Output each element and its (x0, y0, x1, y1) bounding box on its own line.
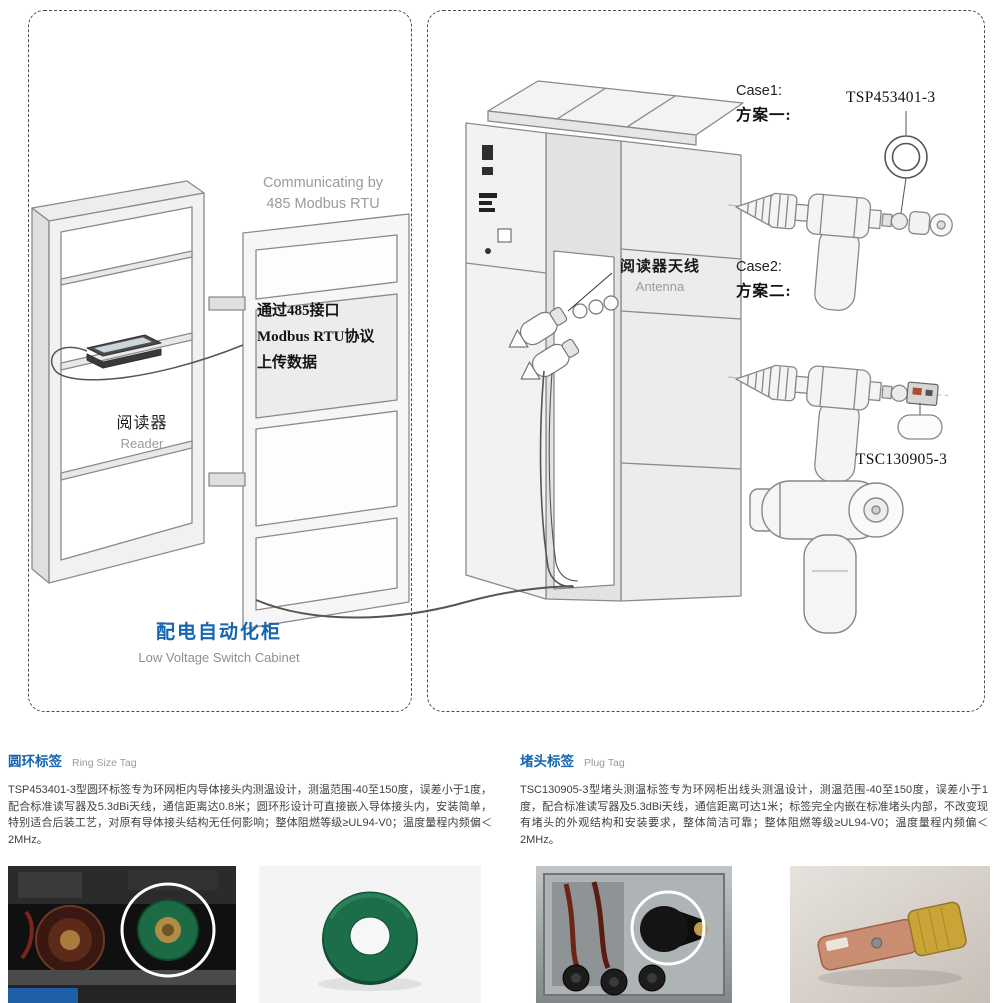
plug-tag-section: 堵头标签 Plug Tag TSC130905-3型堵头测温标签专为环网柜出线头… (520, 750, 988, 849)
antenna-pointer-line (567, 272, 613, 312)
plug-tag-title-cn: 堵头标签 (520, 754, 574, 769)
plug-tag-section-header: 堵头标签 Plug Tag (520, 750, 988, 770)
plug-chip-drawing (906, 381, 939, 407)
antenna-label-en: Antenna (635, 279, 685, 294)
ring-tag-title-cn: 圆环标签 (8, 754, 62, 769)
left-diagram-panel: Communicating by 485 Modbus RTU 通过485接口 … (28, 10, 412, 712)
comm-line2: 485 Modbus RTU (266, 196, 380, 213)
photo-ring-tag-product (259, 866, 481, 1003)
hinge-top (208, 296, 246, 311)
large-sensor-drawing (749, 480, 904, 634)
photo-plug-tag-product (790, 866, 990, 1003)
plug-tag-description: TSC130905-3型堵头测温标签专为环网柜出线头测温设计，测温范围-40至1… (520, 784, 988, 847)
reader-cable-drawing (51, 344, 244, 381)
photo-ring-tag-product-image (259, 866, 481, 1003)
cabinet-title-en: Low Voltage Switch Cabinet (138, 650, 300, 665)
plug-pill-drawing (897, 414, 943, 440)
hinge-bottom (208, 472, 246, 487)
plug-tag-title-en: Plug Tag (584, 757, 625, 769)
reader-label: 阅读器 Reader (85, 409, 199, 451)
door-note-line2: Modbus RTU协议 (257, 328, 375, 345)
ring-tag-description: TSP453401-3型圆环标签专为环网柜内导体接头内测温设计，测温范围-40至… (8, 784, 492, 847)
comm-label: Communicating by 485 Modbus RTU (239, 173, 407, 215)
reader-label-cn: 阅读器 (116, 415, 168, 432)
cabinet-label-stickers (479, 145, 512, 254)
cabinet-title-cn: 配电自动化柜 (155, 622, 282, 643)
antenna-cable2-drawing (548, 372, 579, 582)
ring-tag-section-header: 圆环标签 Ring Size Tag (8, 750, 492, 770)
reader-tablet-drawing (86, 334, 162, 369)
photo-ring-tag-installed-image (8, 866, 236, 1003)
cabinet-title: 配电自动化柜 Low Voltage Switch Cabinet (59, 617, 379, 665)
case2-label-en: Case2: (736, 259, 782, 275)
door-note: 通过485接口 Modbus RTU协议 上传数据 (257, 299, 407, 376)
photo-ring-tag-installed (8, 866, 236, 1003)
door-note-line1: 通过485接口 (257, 303, 340, 319)
photo-plug-tag-product-image (790, 866, 990, 1003)
right-diagram-panel: 阅读器天线 Antenna Case1: 方案一: TSP453401-3 Ca… (427, 10, 985, 712)
comm-line1: Communicating by (262, 175, 384, 191)
cabinet-drawing (31, 180, 410, 630)
photo-plug-tag-installed (536, 866, 732, 1003)
part1-label: TSP453401-3 (846, 89, 936, 106)
sensor-endcap-case1 (908, 210, 953, 237)
cabinet-body-drawing (31, 180, 205, 584)
reader-label-en: Reader (120, 436, 164, 451)
ring-tag-title-en: Ring Size Tag (72, 757, 137, 769)
ring-tag-section: 圆环标签 Ring Size Tag TSP453401-3型圆环标签专为环网柜… (8, 750, 492, 849)
antenna-cable-drawing (539, 370, 575, 588)
case2-label-cn: 方案二: (736, 283, 792, 300)
part2-label: TSC130905-3 (856, 451, 948, 468)
case1-label: Case1: 方案一: (736, 83, 856, 125)
antenna-label-cn: 阅读器天线 (619, 258, 700, 275)
switch-cabinet-body (465, 80, 744, 602)
ring-tag-drawing (884, 111, 928, 214)
antenna-drawing (508, 295, 619, 380)
switchgear-drawing (465, 80, 953, 634)
case1-label-cn: 方案一: (736, 107, 792, 124)
door-drawing (208, 213, 410, 630)
antenna-label: 阅读器天线 Antenna (608, 255, 712, 294)
door-note-line3: 上传数据 (257, 354, 318, 371)
case1-label-en: Case1: (736, 83, 782, 99)
photo-plug-tag-installed-image (536, 866, 732, 1003)
case2-label: Case2: 方案二: (736, 259, 856, 301)
